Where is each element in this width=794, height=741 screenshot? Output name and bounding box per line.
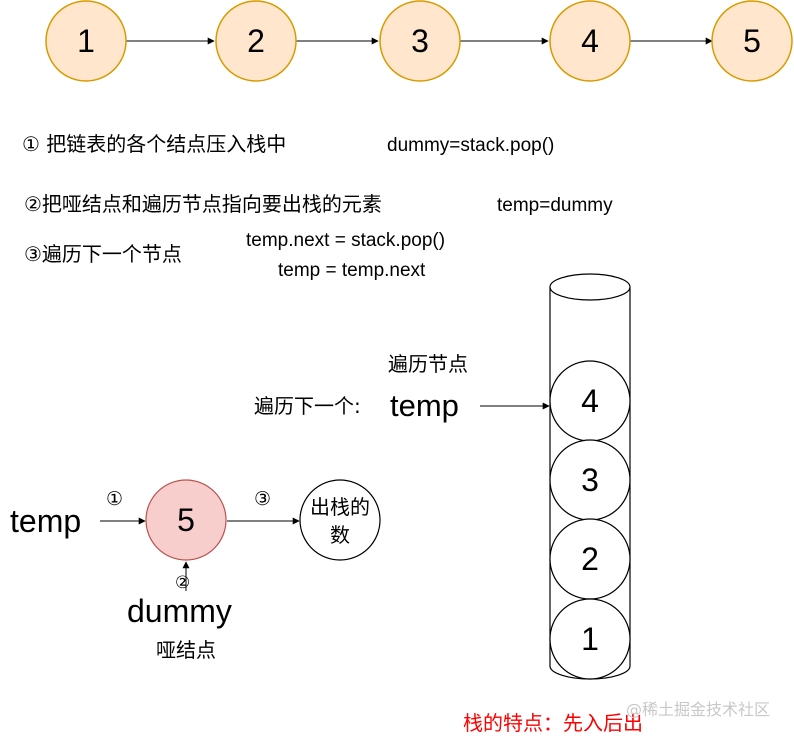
stack-top-rim [549,273,631,301]
stack-item-4-label: 4 [581,383,599,419]
traverse-node-caption: 遍历节点 [388,352,468,376]
list-node-1 [45,0,127,82]
step3-text: ③遍历下一个节点 [24,242,182,266]
stack-item-1 [549,598,631,680]
list-node-4-label: 4 [581,23,599,59]
list-node-1-label: 1 [77,23,95,59]
watermark: @稀土掘金技术社区 [626,700,771,719]
stack-temp-label: temp [390,388,459,423]
highlight-node-5 [145,479,227,561]
traverse-next-caption: 遍历下一个: [254,394,361,418]
step2-text: ②把哑结点和遍历节点指向要出栈的元素 [24,192,382,216]
stack-item-2-label: 2 [581,541,599,577]
popped-node-line2: 数 [330,523,350,547]
marker-3: ③ [254,488,272,510]
dummy-label: dummy [127,593,232,629]
step3-code-line2: temp = temp.next [278,260,426,281]
list-node-3-label: 3 [411,23,429,59]
list-node-5-label: 5 [743,23,761,59]
linked-list [45,0,793,82]
list-node-2 [215,0,297,82]
operation-diagram [100,479,381,591]
step2-code: temp=dummy [497,195,613,216]
stack-cylinder [549,273,631,680]
list-node-4 [549,0,631,82]
popped-node-line1: 出栈的 [310,495,370,519]
stack-item-3-label: 3 [581,462,599,498]
marker-1: ① [106,488,124,510]
list-node-3 [379,0,461,82]
stack-item-1-label: 1 [581,621,599,657]
list-node-5 [711,0,793,82]
popped-node [299,479,381,561]
step1-code: dummy=stack.pop() [387,135,555,156]
step3-code-line1: temp.next = stack.pop() [246,230,446,251]
stack-feature-text: 栈的特点：先入后出 [463,711,643,735]
step1-text: ① 把链表的各个结点压入栈中 [22,132,287,156]
operation-temp-label: temp [10,503,82,539]
list-node-2-label: 2 [247,23,265,59]
marker-2: ② [175,573,191,593]
dummy-caption: 哑结点 [156,638,216,662]
highlight-node-5-label: 5 [177,502,195,538]
